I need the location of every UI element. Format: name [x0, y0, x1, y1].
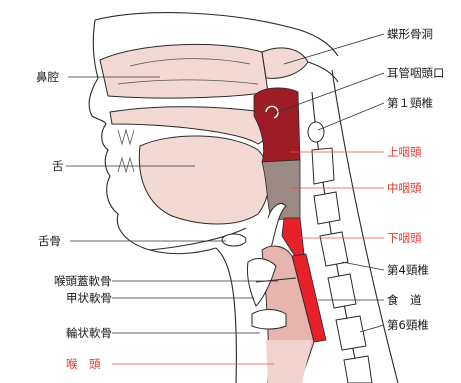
vertebra-c1: [308, 122, 324, 142]
label-nasal-cavity: 鼻腔: [36, 70, 59, 84]
label-esophagus: 食 道: [387, 293, 422, 307]
label-c4-vertebra: 第4頸椎: [387, 263, 429, 277]
vertebra-c7: [344, 356, 372, 383]
hyoid-bone: [222, 234, 246, 246]
label-thyroid-cartilage: 甲状軟骨: [66, 291, 112, 305]
lower-teeth: [118, 158, 134, 172]
label-hyoid: 舌骨: [38, 234, 61, 248]
leader-sphenoid-sinus: [284, 34, 384, 64]
label-larynx: 喉 頭: [66, 357, 101, 371]
vertebra-c3: [314, 192, 340, 224]
nasal-bridge: [93, 20, 98, 78]
leader-c6: [360, 325, 384, 332]
label-eustachian-opening: 耳管咽頭口: [387, 66, 445, 80]
label-epiglottis: 喉頭蓋軟骨: [54, 274, 112, 288]
label-c6-vertebra: 第6頸椎: [387, 318, 429, 332]
label-hypopharynx: 下咽頭: [387, 231, 422, 245]
leader-c4: [342, 262, 384, 270]
sphenoid-sinus-shape: [262, 48, 308, 78]
vertebra-c6: [336, 316, 366, 350]
label-c1-vertebra: 第１頸椎: [387, 96, 433, 110]
larynx-lower-shade: [266, 340, 312, 383]
nasal-cavity-region: [100, 44, 268, 98]
anatomy-illustration: [89, 13, 398, 383]
upper-teeth: [118, 130, 134, 144]
label-tongue: 舌: [52, 159, 64, 173]
tongue-region: [139, 136, 269, 224]
leader-c1: [318, 103, 384, 130]
nasopharynx-region: [254, 88, 300, 162]
label-nasopharynx: 上咽頭: [387, 145, 422, 159]
label-cricoid-cartilage: 輪状軟骨: [66, 326, 112, 340]
vertebra-c2: [312, 148, 334, 184]
vertebra-c5: [328, 274, 356, 308]
label-oropharynx: 中咽頭: [387, 181, 422, 195]
vertebra-c4: [320, 232, 348, 266]
cricoid-cartilage-shape: [252, 310, 286, 330]
neck-front-outline: [216, 248, 236, 383]
label-sphenoid-sinus: 蝶形骨洞: [387, 27, 433, 41]
